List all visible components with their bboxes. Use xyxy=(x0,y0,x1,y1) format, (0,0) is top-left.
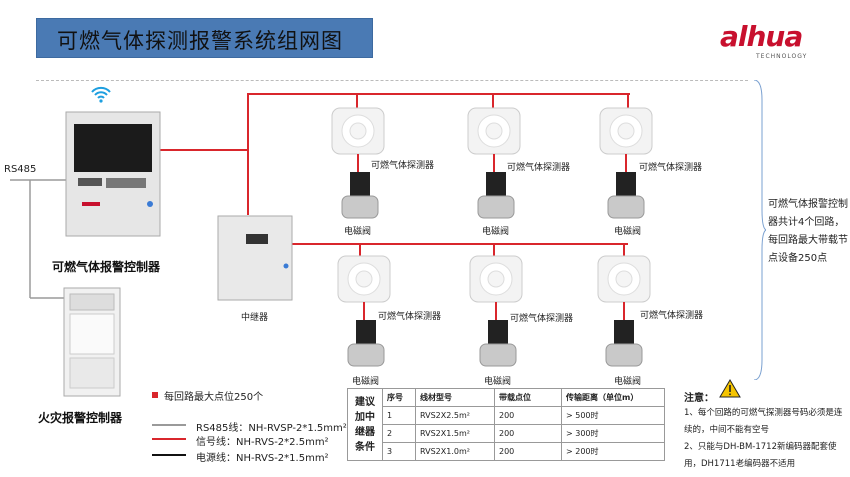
detector-label-bottom-2: 可燃气体探测器 xyxy=(510,314,574,324)
table-cell: RVS2X1.5m² xyxy=(415,424,495,443)
valve-label-bottom-2: 电磁阀 xyxy=(484,377,512,387)
detector-label-top-2: 可燃气体探测器 xyxy=(507,163,571,173)
table-header: 序号 xyxy=(382,388,416,407)
detector-top-1 xyxy=(331,107,385,155)
legend-bullet xyxy=(152,392,158,398)
legend-rs485: RS485线：NH-RVSP-2*1.5mm² xyxy=(196,423,347,434)
repeater-condition-table: 建议加中继器条件 序号 线材型号 带载点位 传输距离（单位m） 1 RVS2X2… xyxy=(347,388,665,461)
notes-title: 注意： xyxy=(684,393,714,404)
table-cell: RVS2X2.5m² xyxy=(415,406,495,425)
table-cell: > 500时 xyxy=(561,406,665,425)
valve-bottom-3 xyxy=(605,320,643,367)
table-row: 1 RVS2X2.5m² 200 > 500时 xyxy=(348,406,665,425)
rs485-wire xyxy=(10,179,66,299)
valve-label-bottom-3: 电磁阀 xyxy=(614,377,642,387)
detector-label-top-3: 可燃气体探测器 xyxy=(639,163,703,173)
valve-top-2 xyxy=(477,172,515,219)
controller-label: 可燃气体报警控制器 xyxy=(52,260,161,274)
legend-power: 电源线：NH-RVS-2*1.5mm² xyxy=(196,453,329,464)
detector-bottom-2 xyxy=(469,255,523,303)
warning-triangle-icon xyxy=(719,379,741,398)
valve-bottom-1 xyxy=(347,320,385,367)
valve-top-3 xyxy=(607,172,645,219)
repeater-label: 中继器 xyxy=(241,313,269,323)
signal-wire xyxy=(160,93,630,256)
valve-label-top-2: 电磁阀 xyxy=(482,227,510,237)
note-line-2: 2、只能与DH-BM-1712新编码器配套使用，DH1711老编码器不适用 xyxy=(684,442,837,469)
legend-max-points: 每回路最大点位250个 xyxy=(164,392,264,403)
page-title: 可燃气体探测报警系统组网图 xyxy=(57,29,343,53)
table-row: 2 RVS2X1.5m² 200 > 300时 xyxy=(348,424,665,443)
note-line-1: 1、每个回路的可燃气探测器号码必须是连续的，中间不能有空号 xyxy=(684,408,843,435)
table-cell: > 300时 xyxy=(561,424,665,443)
table-header: 带载点位 xyxy=(494,388,562,407)
table-cell: 1 xyxy=(382,406,416,425)
brand-wordmark: alhua xyxy=(720,20,803,53)
detector-label-bottom-1: 可燃气体探测器 xyxy=(378,312,442,322)
detector-label-bottom-3: 可燃气体探测器 xyxy=(640,311,704,321)
notes-body: 1、每个回路的可燃气探测器号码必须是连续的，中间不能有空号 2、只能与DH-BM… xyxy=(684,405,848,473)
detector-top-2 xyxy=(467,107,521,155)
detector-valve-links xyxy=(357,154,627,320)
table-header: 传输距离（单位m） xyxy=(561,388,665,407)
table-header: 线材型号 xyxy=(415,388,495,407)
valve-label-top-3: 电磁阀 xyxy=(614,227,642,237)
valve-bottom-2 xyxy=(479,320,517,367)
legend-signal: 信号线：NH-RVS-2*2.5mm² xyxy=(196,437,329,448)
table-side-label: 建议加中继器条件 xyxy=(347,388,383,461)
table-row: 3 RVS2X1.0m² 200 > 200时 xyxy=(348,442,665,461)
table-cell: 200 xyxy=(494,424,562,443)
table-cell: 2 xyxy=(382,424,416,443)
brand-subtitle: TECHNOLOGY xyxy=(756,53,808,60)
detector-bottom-1 xyxy=(337,255,391,303)
gas-alarm-controller-cabinet xyxy=(65,111,161,237)
title-banner: 可燃气体探测报警系统组网图 xyxy=(36,18,373,58)
fire-panel-label: 火灾报警控制器 xyxy=(38,411,123,425)
table-cell: 3 xyxy=(382,442,416,461)
detector-label-top-1: 可燃气体探测器 xyxy=(371,161,435,171)
repeater-box xyxy=(217,215,293,301)
fire-alarm-panel xyxy=(63,287,121,397)
table-cell: 200 xyxy=(494,406,562,425)
table-cell: 200 xyxy=(494,442,562,461)
detector-top-3 xyxy=(599,107,653,155)
table-cell: > 200时 xyxy=(561,442,665,461)
valve-top-1 xyxy=(341,172,379,219)
table-cell: RVS2X1.0m² xyxy=(415,442,495,461)
detector-bottom-3 xyxy=(597,255,651,303)
divider xyxy=(36,80,748,81)
valve-label-top-1: 电磁阀 xyxy=(344,227,372,237)
side-brace xyxy=(753,80,766,380)
valve-label-bottom-1: 电磁阀 xyxy=(352,377,380,387)
rs485-label: RS485 xyxy=(4,164,37,175)
brand-logo: alhua TECHNOLOGY xyxy=(716,20,828,64)
wifi-icon xyxy=(91,86,111,103)
side-note: 可燃气体报警控制器共计4个回路，每回路最大带载节点设备250点 xyxy=(768,199,848,264)
